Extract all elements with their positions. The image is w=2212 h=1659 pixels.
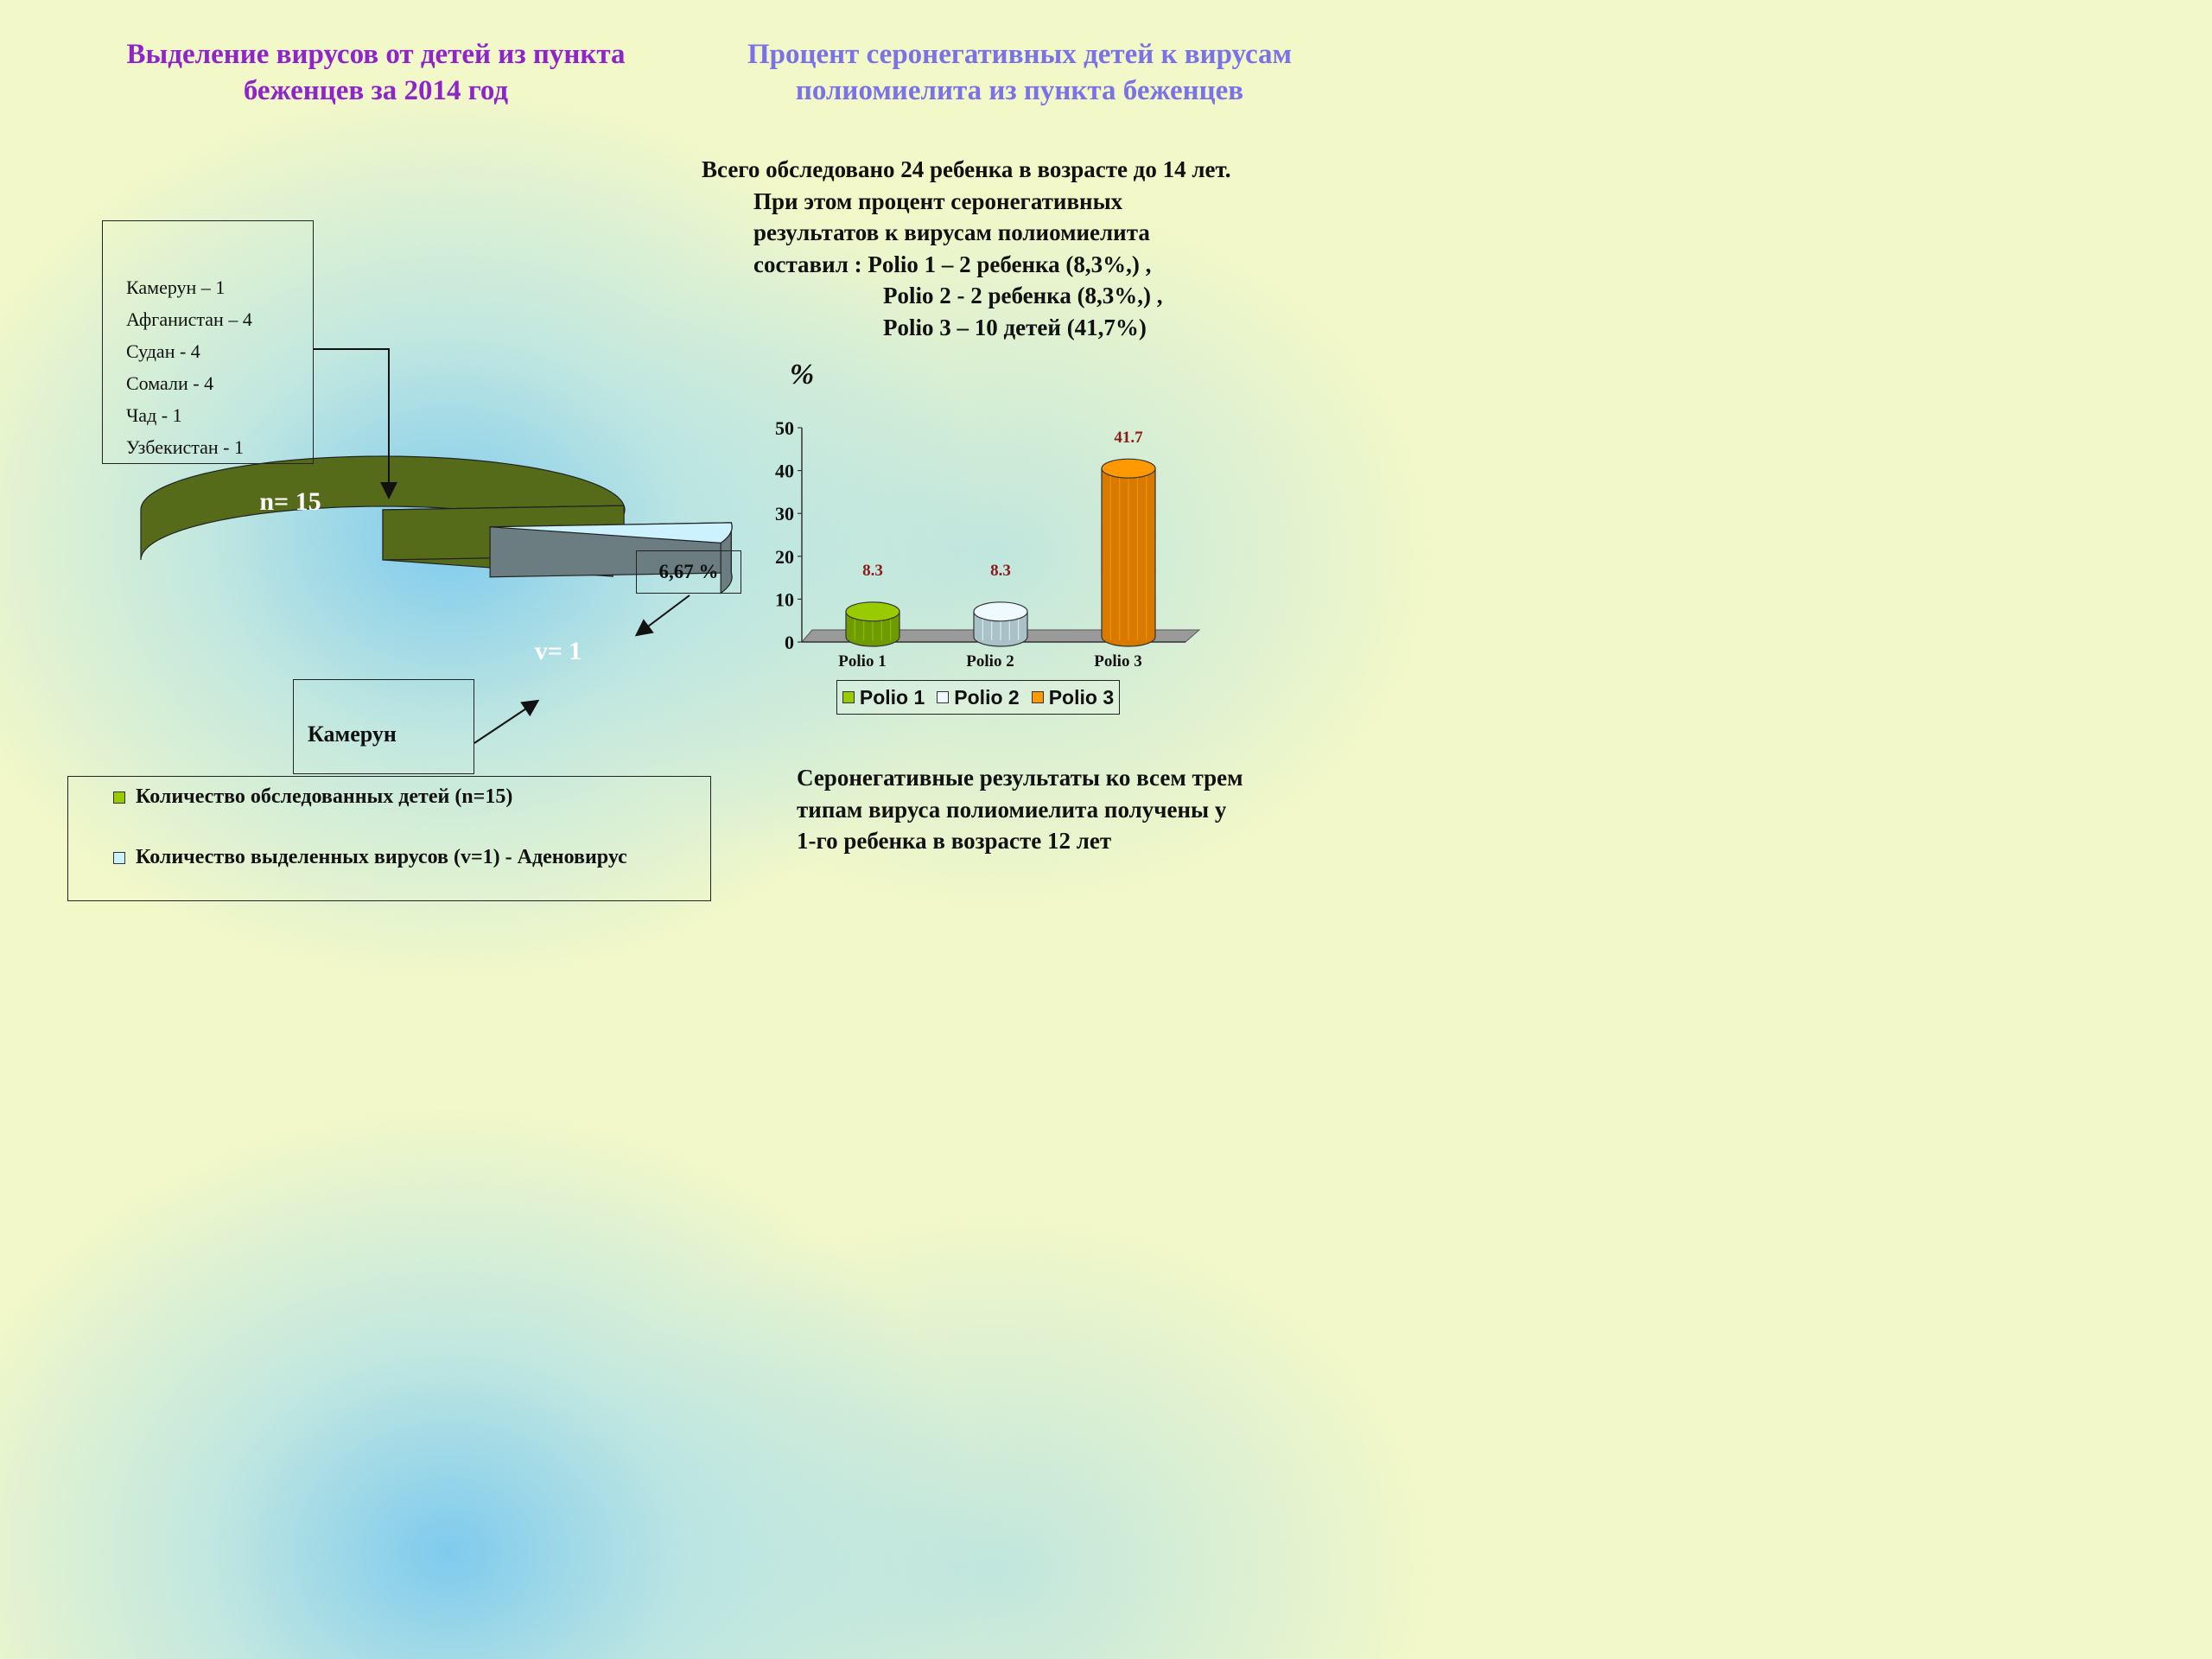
summary-line: Всего обследовано 24 ребенка в возрасте … [702, 156, 1231, 182]
legend-swatch-orange [1031, 691, 1044, 703]
y-tick-label: 40 [775, 461, 794, 482]
y-tick-label: 10 [775, 588, 794, 610]
summary-line: результатов к вирусам полиомиелита [753, 219, 1150, 245]
right-title-line-1: Процент серонегативных детей к вирусам [747, 39, 1293, 70]
country-list: Камерун – 1 Афганистан – 4 Судан - 4 Сом… [126, 271, 252, 463]
note-line: типам вируса полиомиелита получены у [797, 796, 1227, 823]
bar-legend: Polio 1 Polio 2 Polio 3 [836, 680, 1120, 715]
pie-legend-label: Количество обследованных детей (n=15) [136, 785, 513, 808]
country-arrow [314, 348, 397, 499]
pie-chart: n= 15 v= 1 [140, 455, 733, 665]
pie-slice-virus [490, 522, 733, 544]
y-axis-label: % [790, 359, 814, 391]
percent-arrow [634, 594, 690, 637]
cameroon-callout: Камерун [293, 679, 474, 774]
legend-swatch-light [937, 691, 950, 703]
bar-legend-item: Polio 3 [1031, 685, 1115, 709]
country-item: Камерун – 1 [126, 276, 226, 298]
seronegative-note: Серонегативные результаты ко всем трем т… [797, 762, 1332, 857]
left-title-line-2: беженцев за 2014 год [243, 75, 509, 106]
legend-swatch-green [842, 691, 855, 703]
cameroon-arrow [474, 699, 540, 744]
country-item: Судан - 4 [126, 340, 200, 362]
bar-legend-item: Polio 2 [937, 685, 1020, 709]
legend-swatch-green [113, 791, 125, 804]
summary-line: составил : Polio 1 – 2 ребенка (8,3%,) , [753, 251, 1152, 277]
legend-swatch-light [113, 852, 125, 864]
y-tick-label: 30 [775, 503, 794, 524]
summary-line: Polio 3 – 10 детей (41,7%) [883, 314, 1147, 340]
country-item: Узбекистан - 1 [126, 436, 244, 458]
y-tick-label: 50 [775, 417, 794, 439]
data-label: 41.7 [1114, 429, 1143, 447]
survey-summary: Всего обследовано 24 ребенка в возрасте … [702, 154, 1341, 343]
pie-legend-label: Количество выделенных вирусов (v=1) - Ад… [136, 846, 627, 868]
country-item: Чад - 1 [126, 404, 182, 426]
bar-legend-label: Polio 1 [859, 685, 925, 709]
x-tick-label: Polio 3 [1094, 652, 1141, 671]
right-title: Процент серонегативных детей к вирусам п… [683, 36, 1357, 109]
country-item: Сомали - 4 [126, 372, 214, 394]
cameroon-label: Камерун [308, 721, 397, 747]
note-line: 1-го ребенка в возрасте 12 лет [797, 828, 1112, 854]
right-title-line-2: полиомиелита из пункта беженцев [795, 75, 1244, 106]
bar-legend-label: Polio 3 [1048, 685, 1115, 709]
pie-label-examined: n= 15 [259, 487, 321, 516]
left-title: Выделение вирусов от детей из пункта беж… [60, 36, 691, 109]
summary-line: Polio 2 - 2 ребенка (8,3%,) , [883, 283, 1163, 308]
pie-label-virus: v= 1 [535, 637, 582, 665]
y-tick-label: 20 [775, 546, 794, 568]
data-label: 8.3 [862, 562, 883, 580]
country-item: Афганистан – 4 [126, 308, 252, 330]
data-label: 8.3 [990, 562, 1011, 580]
x-tick-label: Polio 2 [966, 652, 1014, 671]
left-title-line-1: Выделение вирусов от детей из пункта [126, 39, 626, 70]
summary-line: При этом процент серонегативных [753, 188, 1123, 214]
note-line: Серонегативные результаты ко всем трем [797, 765, 1243, 791]
pie-legend: Количество обследованных детей (n=15) Ко… [67, 776, 711, 901]
bar-legend-label: Polio 2 [954, 685, 1020, 709]
x-tick-label: Polio 1 [838, 652, 886, 671]
country-breakdown-box: Камерун – 1 Афганистан – 4 Судан - 4 Сом… [102, 220, 314, 464]
bar-top [1101, 458, 1156, 479]
pie-legend-item: Количество обследованных детей (n=15) [113, 784, 513, 810]
pie-legend-item: Количество выделенных вирусов (v=1) - Ад… [113, 844, 627, 871]
bar-top [973, 601, 1028, 622]
callout-arrows [314, 348, 690, 744]
y-tick-label: 0 [785, 632, 794, 653]
percent-callout: 6,67 % [636, 550, 741, 594]
bar-legend-item: Polio 1 [842, 686, 925, 709]
bar-top [845, 601, 900, 622]
